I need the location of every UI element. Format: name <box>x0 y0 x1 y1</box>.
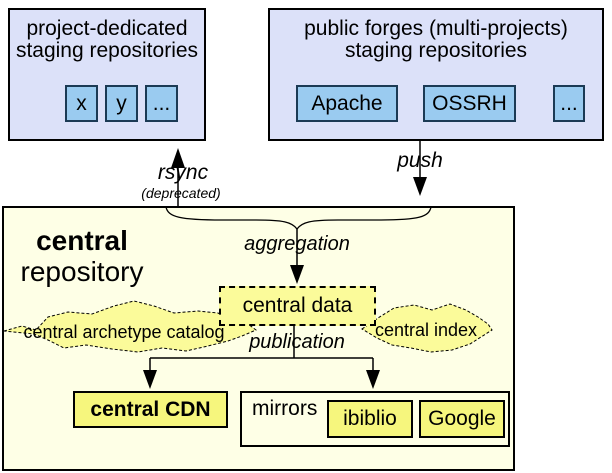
central-index-label: central index <box>374 320 478 340</box>
repo-box-ossrh: OSSRH <box>423 85 516 122</box>
central-data-box: central data <box>219 286 376 326</box>
push-label: push <box>397 149 443 172</box>
public-forges-title-line2: staging repositories <box>344 39 528 62</box>
central-title-rest: repository <box>20 256 144 287</box>
central-repository-title: central repository <box>2 225 162 287</box>
central-title-bold: central <box>36 225 128 256</box>
repo-box-forges-more: ... <box>553 85 585 122</box>
rsync-deprecated-note: (deprecated) <box>141 185 221 201</box>
repo-box-y: y <box>105 85 138 122</box>
mirrors-box <box>240 391 510 447</box>
public-forges-title-line1: public forges (multi-projects) <box>304 17 568 40</box>
project-staging-title-line2: staging repositories <box>15 39 199 62</box>
mirrors-label: mirrors <box>252 397 318 420</box>
repo-box-apache: Apache <box>296 85 398 122</box>
public-forges-title: public forges (multi-projects) staging r… <box>268 18 604 62</box>
aggregation-label: aggregation <box>244 233 350 255</box>
mirror-box-google: Google <box>419 400 505 438</box>
project-staging-title: project-dedicated staging repositories <box>8 18 206 62</box>
mirror-box-ibiblio: ibiblio <box>327 400 413 438</box>
publication-label: publication <box>249 331 345 353</box>
central-cdn-box: central CDN <box>73 391 228 428</box>
repo-box-more: ... <box>145 85 178 122</box>
rsync-label: rsync <box>157 161 209 184</box>
project-staging-title-line1: project-dedicated <box>26 17 188 40</box>
archetype-catalog-label: central archetype catalog <box>23 322 225 342</box>
repo-box-x: x <box>65 85 98 122</box>
